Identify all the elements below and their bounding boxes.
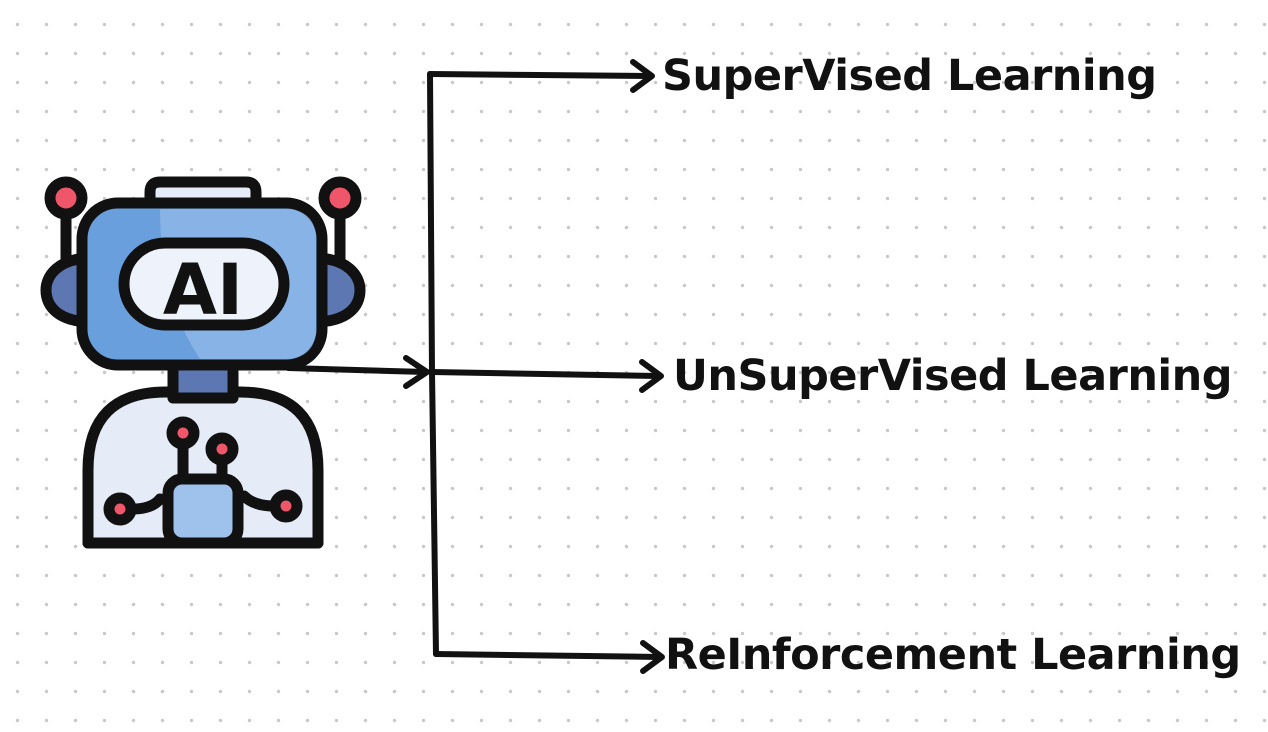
trunk-arrow xyxy=(285,365,429,375)
visor-ai-text: AI xyxy=(163,249,243,331)
label-reinforcement-learning: ReInforcement Learning xyxy=(665,630,1241,680)
label-unsupervised-learning: UnSuperVised Learning xyxy=(673,351,1233,401)
left-antenna xyxy=(44,176,88,268)
trunk-arrow-head xyxy=(403,355,430,389)
arrows xyxy=(285,59,665,674)
robot-visor xyxy=(118,237,290,331)
arrow-unsupervised xyxy=(429,369,662,379)
arrow-reinforcement xyxy=(433,651,663,660)
branch-line xyxy=(427,71,439,657)
arrow-supervised xyxy=(427,71,653,79)
arrow-supervised-head xyxy=(630,59,655,93)
chest-block xyxy=(162,473,244,549)
right-antenna xyxy=(318,176,362,268)
arrow-reinforcement-head xyxy=(640,640,665,674)
arrow-unsupervised-head xyxy=(639,359,664,393)
circuit-icon xyxy=(103,416,303,526)
label-supervised-learning: SuperVised Learning xyxy=(662,51,1157,101)
